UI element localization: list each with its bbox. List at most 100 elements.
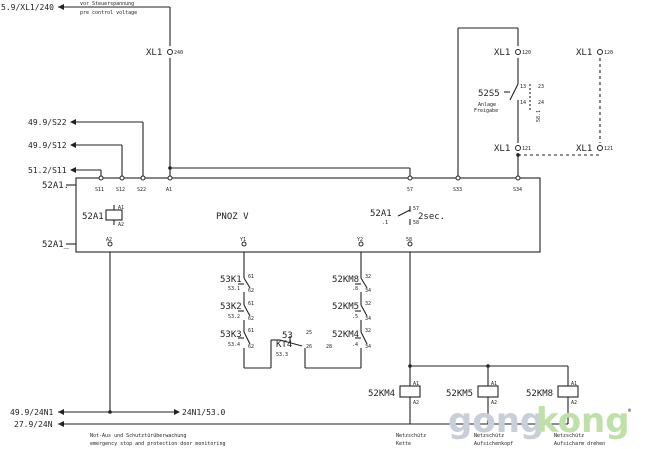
coil-52km5-desc2: Aufsichenkopf	[474, 441, 513, 447]
contact-52km5-ref: .5	[352, 314, 358, 320]
coil-52km8-a2: A2	[571, 400, 577, 406]
terminal-circles	[98, 49, 603, 247]
delay-contact-sub: .1	[382, 220, 388, 226]
terminal-xl1-121a-pin: 121	[522, 146, 531, 152]
coil-52km5-desc1: Netzschütz	[474, 433, 504, 439]
coil-52km5-label: 52KM5	[446, 389, 473, 399]
timer-p26: 26	[306, 344, 312, 350]
switch-52s5-label: 52S5	[478, 89, 500, 99]
input-s11-label: 51.2/S11	[28, 166, 67, 175]
pin-a2: A2	[106, 237, 112, 243]
contact-53k2-label: 53K2	[220, 302, 242, 312]
contact-52km4-ref: .4	[352, 342, 358, 348]
delay-contact-p58: 58	[413, 220, 419, 226]
timer-label2: KT4	[276, 340, 292, 350]
contact-52km5-p2: 34	[365, 316, 371, 322]
timer-p28: 28	[326, 344, 332, 350]
pin-57: 57	[407, 187, 413, 193]
top-ref-label: 5.9/XL1/240	[1, 3, 54, 12]
terminal-xl1-120b: XL1	[576, 48, 592, 58]
contacts-left-symbols	[238, 277, 251, 345]
delay-contact-p57: 57	[413, 206, 419, 212]
switch-52s5-desc1: Anlage	[478, 102, 496, 108]
terminal-xl1-121b: XL1	[576, 144, 592, 154]
contact-53k2-ref: 53.2	[228, 314, 240, 320]
contact-53k3-p2: 62	[248, 344, 254, 350]
timer-label1: 53	[282, 331, 293, 341]
contact-53k1-p2: 62	[248, 288, 254, 294]
delay-contact-time: 2sec.	[418, 212, 445, 222]
watermark-logo-part2: kong	[536, 401, 630, 441]
junction-dots	[108, 153, 520, 414]
terminal-xl1-240-pin: 240	[174, 50, 183, 56]
terminal-xl1-120b-pin: 120	[604, 50, 613, 56]
pin-y1: Y1	[240, 237, 246, 243]
input-s12-label: 49.9/S12	[28, 141, 67, 150]
contact-53k1-label: 53K1	[220, 275, 242, 285]
coil-leads	[409, 372, 569, 404]
watermark-logo-part1: gong	[448, 401, 544, 441]
contact-53k2-p1: 61	[248, 301, 254, 307]
contact-52km4-p2: 34	[365, 344, 371, 350]
pin-y2: Y2	[357, 237, 363, 243]
switch-52s5-p23: 23	[538, 84, 544, 90]
net-24n1-out-label: 24N1/53.0	[182, 408, 226, 417]
coil-52km4-a2: A2	[413, 400, 419, 406]
contact-52km8-ref: .8	[352, 286, 358, 292]
pin-s12: S12	[116, 187, 125, 193]
coil-52a1-label: 52A1	[82, 212, 104, 222]
contact-52km4-p1: 32	[365, 328, 371, 334]
module-center-label: PNOZ V	[216, 212, 249, 222]
contact-53k3-p1: 61	[248, 328, 254, 334]
coil-52km8-desc1: Netzschütz	[554, 433, 584, 439]
terminal-xl1-121a: XL1	[494, 144, 510, 154]
delay-contact-label: 52A1	[370, 209, 392, 219]
pin-s11: S11	[95, 187, 104, 193]
contact-53k3-label: 53K3	[220, 330, 242, 340]
contact-52km5-label: 52KM5	[332, 302, 359, 312]
terminal-xl1-120a: XL1	[494, 48, 510, 58]
timer-p25: 25	[306, 330, 312, 336]
arrowheads	[58, 4, 180, 427]
coil-52km5-a1: A1	[491, 381, 497, 387]
pin-s22: S22	[137, 187, 146, 193]
switch-52s5-side: 58.1	[536, 110, 542, 122]
timer-contact-symbol	[279, 336, 303, 347]
switch-52s5-p24: 24	[538, 100, 544, 106]
bottom-note-en: emergency stop and protection door monit…	[90, 441, 225, 447]
terminal-xl1-240: XL1	[146, 48, 162, 58]
module-name-top: 52A1.	[42, 181, 69, 191]
switch-52s5-p13: 13	[520, 84, 526, 90]
switch-52s5-symbol	[504, 83, 531, 110]
net-24n1-label: 49.9/24N1	[10, 408, 54, 417]
input-s22-label: 49.9/S22	[28, 118, 67, 127]
pin-a1: A1	[166, 187, 172, 193]
contact-53k1-ref: 53.1	[228, 286, 240, 292]
terminal-xl1-120a-pin: 120	[522, 50, 531, 56]
coil-52km4-label: 52KM4	[368, 389, 395, 399]
wires	[58, 6, 601, 425]
contact-52km8-p1: 32	[365, 274, 371, 280]
coil-52km8-label: 52KM8	[526, 389, 553, 399]
contact-52km8-p2: 34	[365, 288, 371, 294]
coil-52km4-a1: A1	[413, 381, 419, 387]
contact-53k1-p1: 61	[248, 274, 254, 280]
net-24n-label: 27.9/24N	[14, 420, 53, 429]
bottom-note-de: Not-Aus und Schutztürüberwachung	[90, 433, 186, 439]
contact-52km5-p1: 32	[365, 301, 371, 307]
contact-53k3-ref: 53.4	[228, 342, 240, 348]
module-name-bottom: 52A1_	[42, 240, 70, 250]
coil-52km8-a1: A1	[571, 381, 577, 387]
contacts-right-symbols	[355, 277, 368, 345]
coil-52km8-desc2: Aufsicharm drehen	[554, 441, 605, 447]
coil-52km5-a2: A2	[491, 400, 497, 406]
top-note-de: vor Steuerspannung	[80, 1, 134, 7]
pin-s33: S33	[453, 187, 462, 193]
switch-52s5-p14: 14	[520, 100, 526, 106]
switch-52s5-desc2: Freigabe	[474, 108, 498, 114]
coil-52km4-desc1: Netzschütz	[396, 433, 426, 439]
top-note-en: pre control voltage	[80, 10, 137, 16]
contact-52km4-label: 52KM4	[332, 330, 359, 340]
coil-52a1-a2: A2	[118, 222, 124, 228]
